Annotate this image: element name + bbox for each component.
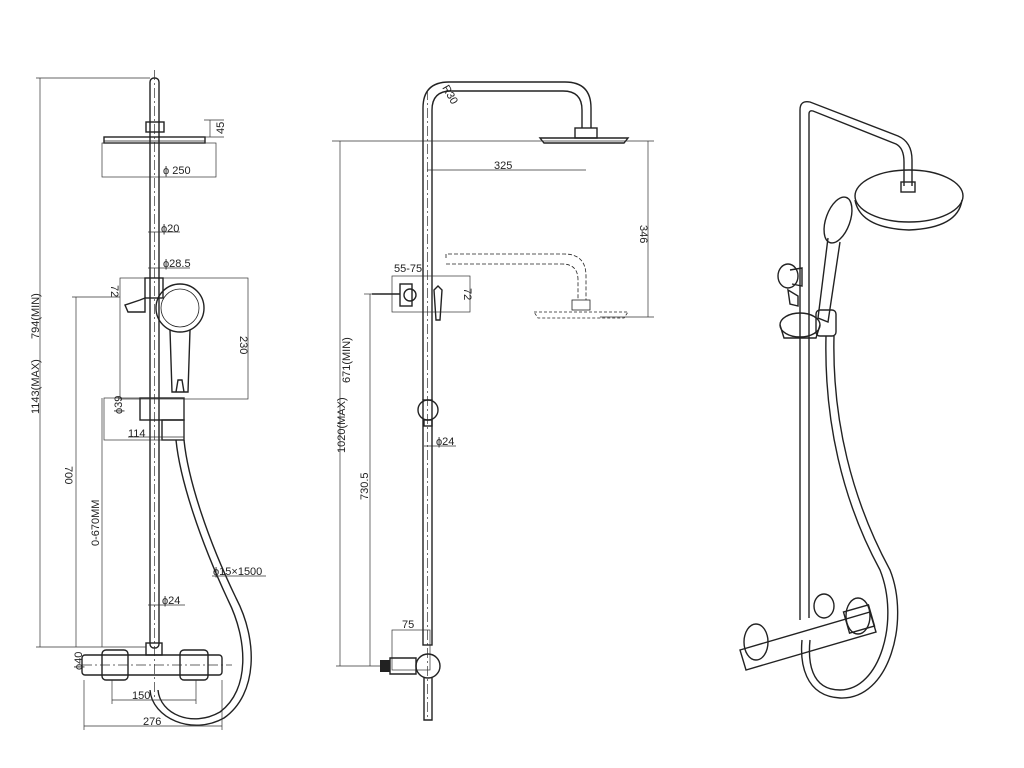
front-valve-diameter-label: ϕ40 <box>73 652 85 670</box>
persp-shower-head <box>854 169 964 223</box>
side-head-drop-label: 346 <box>637 225 649 243</box>
side-max-height-label: 1020(MAX) <box>336 397 348 453</box>
perspective-view <box>739 100 964 699</box>
persp-riser <box>799 100 913 620</box>
front-hose <box>157 439 244 720</box>
front-view: 45 ϕ 250 ϕ20 ϕ28.5 72 230 ϕ39 114 ϕ24 ϕ1 <box>30 70 266 730</box>
side-min-height-label: 671(MIN) <box>341 337 353 383</box>
front-height-700-label: 700 <box>62 466 74 484</box>
side-slider <box>417 399 439 421</box>
side-arm-length-label: 325 <box>494 160 512 172</box>
front-head-diameter-label: ϕ 250 <box>163 165 191 177</box>
persp-valve-knob-left <box>743 623 769 661</box>
front-hose-label: ϕ15×1500 <box>213 566 262 578</box>
side-inlet-thread <box>380 660 390 672</box>
side-valve-body <box>415 653 441 679</box>
front-head-connector <box>145 121 165 133</box>
side-handshower-profile <box>433 285 443 321</box>
side-bracket-height-label: 72 <box>461 288 473 300</box>
side-shower-head <box>538 137 630 144</box>
persp-valve-knob-right <box>845 597 871 635</box>
persp-hose <box>808 335 889 691</box>
front-bracket-arm <box>124 296 146 313</box>
persp-valve-body <box>739 611 877 671</box>
side-view: R30 325 346 55-75 72 ϕ24 75 <box>332 81 654 721</box>
side-bend-radius-label: R30 <box>439 83 459 106</box>
front-pipe-diameter-label: ϕ20 <box>161 223 179 235</box>
front-slider-width-label: 114 <box>128 428 146 440</box>
persp-wall-mount-top <box>777 263 799 289</box>
front-handshower-head <box>155 283 205 333</box>
front-min-height-label: 794(MIN) <box>30 293 42 339</box>
persp-handshower-head <box>823 196 853 244</box>
front-slider <box>139 397 185 421</box>
front-bracket-height-label: 72 <box>108 285 120 297</box>
side-wall-bracket-label: 55-75 <box>394 263 422 275</box>
persp-wall-mount-bottom <box>813 593 835 619</box>
side-lower-pipe-diameter-label: ϕ24 <box>436 436 454 448</box>
front-wall-bracket <box>144 277 164 299</box>
front-center-distance-label: 150 <box>132 690 150 702</box>
front-handshower-handle <box>169 329 191 393</box>
front-holder-diameter-label: ϕ28.5 <box>163 258 191 270</box>
front-slider-diameter-label: ϕ39 <box>113 396 125 414</box>
front-head-height-label: 45 <box>215 122 227 134</box>
front-handshower-height-label: 230 <box>237 336 249 354</box>
side-inlet-offset-label: 75 <box>402 619 414 631</box>
front-lower-pipe-diameter-label: ϕ24 <box>162 595 180 607</box>
side-height-7305-label: 730.5 <box>359 472 371 500</box>
front-overall-width-label: 276 <box>143 716 161 728</box>
front-adjust-range-label: 0-670MM <box>90 500 102 546</box>
side-riser-top-bend <box>422 81 592 400</box>
persp-handshower-handle <box>817 237 841 323</box>
front-handshower-box <box>119 277 249 400</box>
front-max-height-label: 1143(MAX) <box>30 359 42 414</box>
